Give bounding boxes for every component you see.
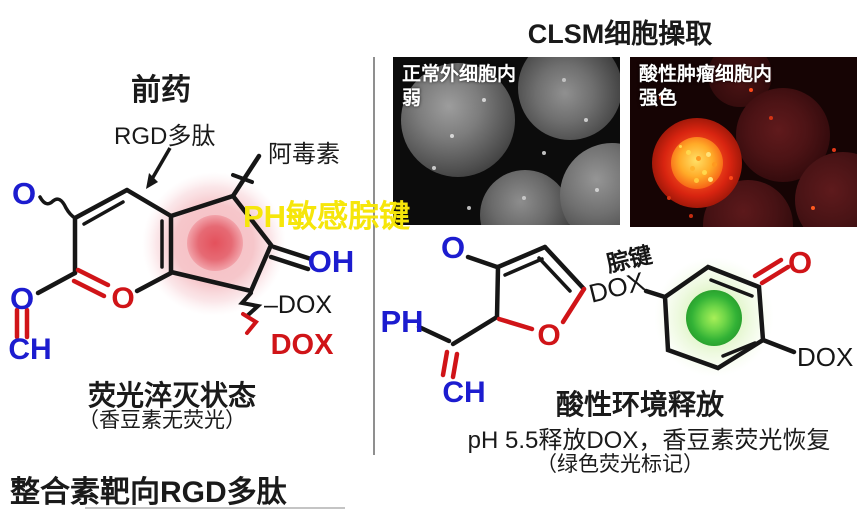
gray-cell	[401, 63, 515, 177]
atom-o-ring: O	[111, 282, 134, 315]
clsm-image-normal-cells: 正常外细胞内 弱	[393, 57, 620, 225]
bright-core-speckles	[679, 145, 682, 148]
release-description-line2: （绿色荧光标记）	[536, 453, 704, 476]
released-molecule: O PH CH O	[380, 230, 587, 409]
ph-sensitive-bond-label: PH敏感腙键	[243, 199, 411, 234]
hydrazone-bond-label: 腙键	[603, 241, 655, 277]
clsm-title: CLSM细胞操取	[527, 19, 713, 49]
rgd-arrow	[146, 147, 172, 189]
panel-divider	[373, 57, 375, 455]
green-red-bonds	[752, 257, 791, 286]
tumor-image-label-line2: 强色	[639, 87, 678, 109]
atom-ph: PH	[380, 304, 423, 339]
toxin-label: 阿毒素	[268, 141, 340, 168]
green-bonds	[643, 264, 797, 371]
tumor-image-label-line1: 酸性肿瘤细胞内	[639, 64, 773, 85]
acidic-release-title: 酸性环境释放	[555, 389, 724, 420]
released-red-bonds	[440, 286, 587, 380]
released-bonds	[416, 244, 587, 347]
atom-ch-mid: CH	[442, 376, 485, 409]
atom-o-top-mid: O	[441, 230, 465, 265]
prodrug-red-bonds	[14, 267, 259, 340]
atom-o-right: O	[788, 245, 812, 280]
green-molecule: O DOX DOX 腙键	[586, 241, 853, 377]
bottom-rule	[85, 507, 345, 509]
gray-cell	[518, 57, 620, 140]
rgd-peptide-label: RGD多肽	[114, 123, 216, 150]
atom-ch-left: CH	[8, 333, 51, 366]
atom-oh: OH	[308, 244, 355, 279]
tumor-image-label: 酸性肿瘤细胞内 强色	[639, 63, 772, 111]
clsm-image-tumor-cells: 酸性肿瘤细胞内 强色	[630, 57, 857, 227]
atom-o-furan: O	[537, 319, 560, 352]
normal-image-label: 正常外细胞内 弱	[402, 63, 516, 111]
dox-black-label: –DOX	[264, 291, 332, 319]
dox-right-label: DOX	[797, 342, 853, 372]
quench-core	[187, 215, 243, 271]
prodrug-molecule: O O CH O OH –DOX DOX	[8, 147, 355, 366]
green-core	[686, 290, 742, 346]
release-description-line1: pH 5.5释放DOX，香豆素荧光恢复	[467, 427, 831, 454]
integrin-targeting-label: 整合素靶向RGD多肽	[10, 476, 287, 509]
normal-image-label-line2: 弱	[402, 87, 422, 109]
dox-red-label: DOX	[271, 329, 335, 361]
prodrug-title: 前药	[131, 74, 191, 107]
atom-o-top: O	[12, 176, 36, 211]
prodrug-bonds	[35, 153, 314, 318]
quenched-state-title: 荧光淬灭状态	[87, 380, 256, 411]
quenched-state-subtitle: （香豆素无荧光）	[78, 409, 246, 432]
atom-o-left: O	[10, 281, 34, 316]
normal-image-label-line1: 正常外细胞内	[402, 64, 517, 85]
